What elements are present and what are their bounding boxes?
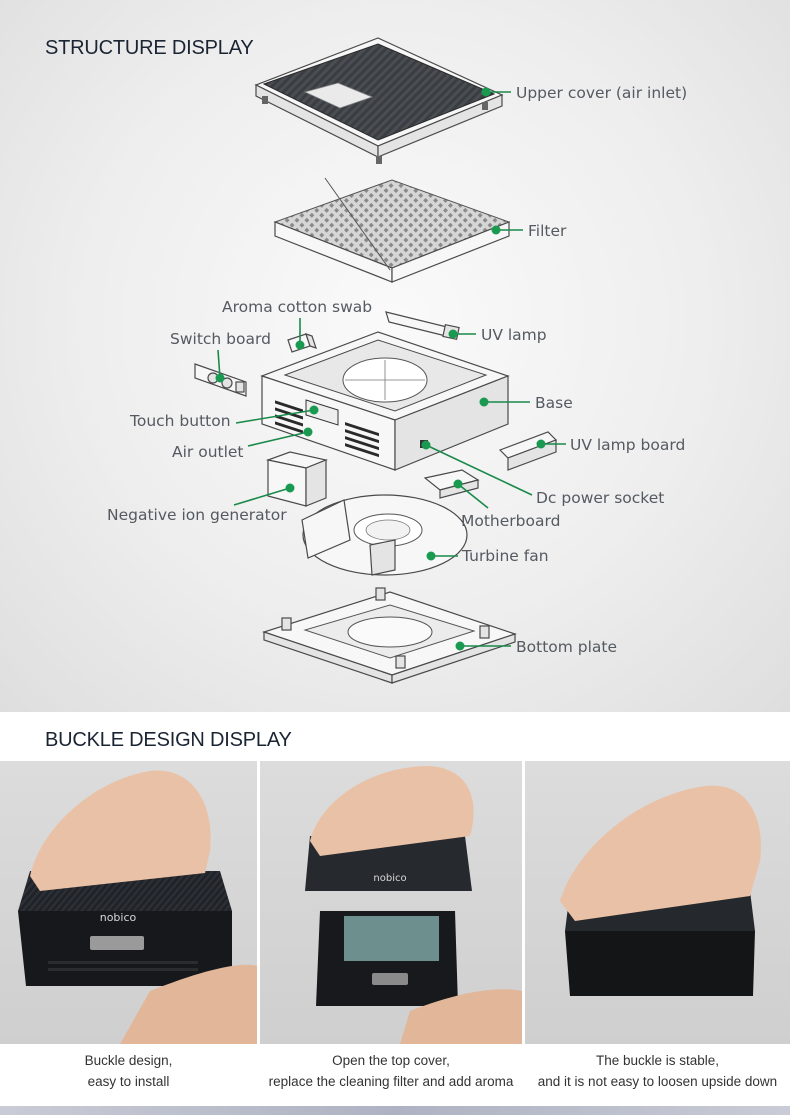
exploded-view-diagram: Upper cover (air inlet) Filter Aroma cot… (107, 37, 687, 684)
label-uv-lamp-board: UV lamp board (570, 436, 685, 454)
device-open-illustration: nobico (305, 766, 522, 1044)
negative-ion-part (265, 451, 329, 507)
label-touch-button: Touch button (129, 412, 231, 430)
caption-2-line1: Open the top cover, (332, 1053, 450, 1068)
turbine-fan-part (301, 494, 468, 576)
device-upside-illustration (560, 785, 761, 996)
caption-3-line1: The buckle is stable, (595, 1053, 720, 1068)
label-uv-lamp: UV lamp (481, 326, 547, 344)
leader-dots (215, 87, 546, 651)
filter-part (273, 177, 511, 283)
label-negative-ion: Negative ion generator (107, 506, 287, 524)
buckle-caption-2: Open the top cover, replace the cleaning… (260, 1050, 522, 1092)
bottom-plate-part (262, 587, 517, 684)
motherboard-part (423, 469, 480, 499)
brand-logo-1: nobico (100, 911, 137, 924)
caption-1-line2: easy to install (87, 1074, 170, 1089)
caption-1-line1: Buckle design, (84, 1053, 173, 1068)
uv-lamp-part (385, 311, 460, 341)
label-motherboard: Motherboard (461, 512, 560, 530)
caption-2-line2: replace the cleaning filter and add arom… (268, 1074, 514, 1089)
buckle-caption-3: The buckle is stable, and it is not easy… (525, 1050, 790, 1092)
base-part (260, 331, 510, 471)
label-turbine-fan: Turbine fan (461, 547, 549, 565)
uv-lamp-board-part (498, 431, 558, 471)
label-filter: Filter (528, 222, 567, 240)
brand-logo-2: nobico (373, 873, 406, 884)
buckle-photo-3 (525, 761, 790, 1044)
structure-title: STRUCTURE DISPLAY (45, 37, 254, 59)
label-air-outlet: Air outlet (172, 443, 244, 461)
structure-section: STRUCTURE DISPLAY (0, 0, 790, 712)
footer-bar (0, 1106, 790, 1115)
label-base: Base (535, 394, 573, 412)
buckle-photo-2: nobico (260, 761, 522, 1044)
label-bottom-plate: Bottom plate (516, 638, 617, 656)
caption-3-line2: and it is not easy to loosen upside down (537, 1074, 778, 1089)
buckle-caption-1: Buckle design, easy to install (0, 1050, 257, 1092)
upper-cover-part (254, 37, 504, 164)
label-upper-cover: Upper cover (air inlet) (516, 84, 687, 102)
label-switch-board: Switch board (170, 330, 271, 348)
label-aroma: Aroma cotton swab (222, 298, 372, 316)
buckle-photo-1: nobico (0, 761, 257, 1044)
label-dc-power: Dc power socket (536, 489, 664, 507)
buckle-title: BUCKLE DESIGN DISPLAY (45, 729, 292, 751)
device-closed-illustration: nobico (18, 770, 257, 1044)
